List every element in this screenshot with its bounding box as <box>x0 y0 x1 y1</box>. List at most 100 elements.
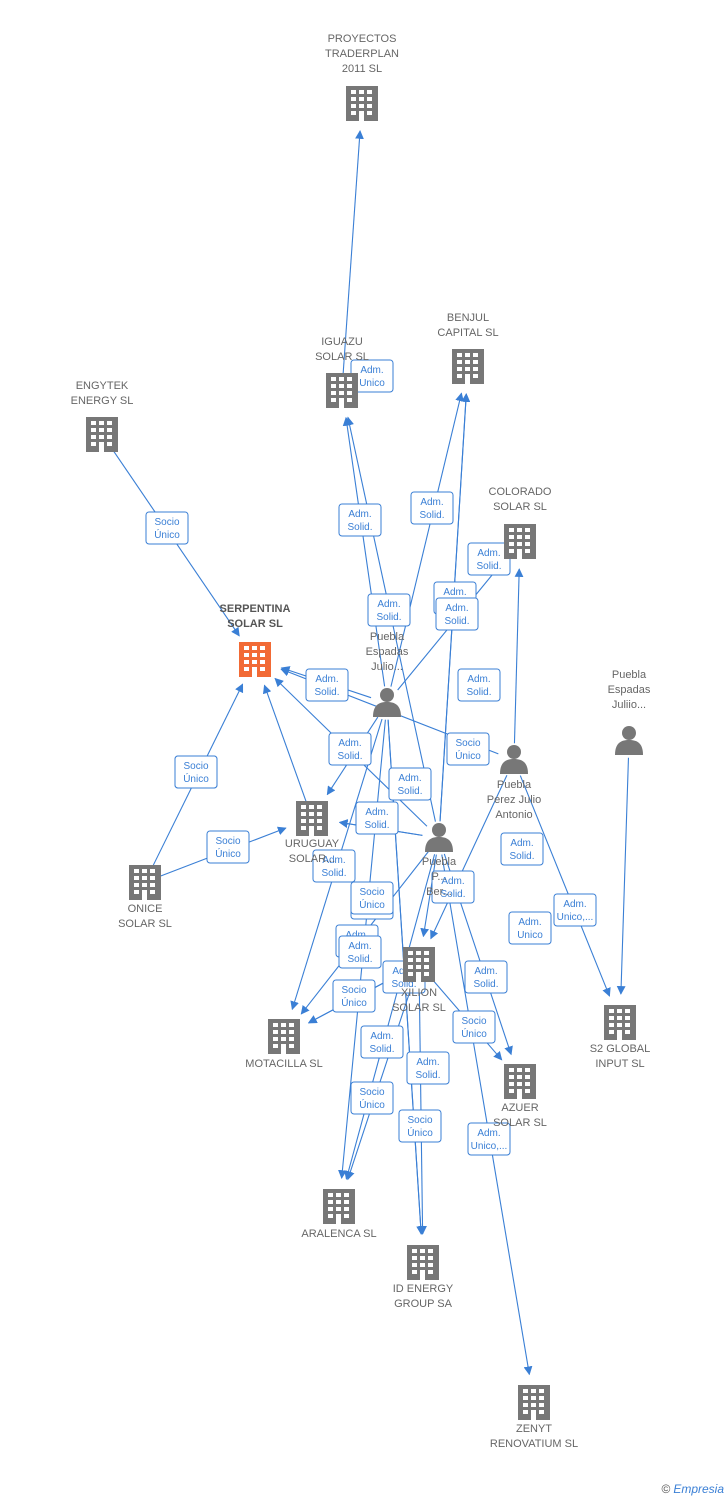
node-motacilla[interactable]: MOTACILLA SL <box>245 1019 323 1070</box>
edge-label-e18[interactable]: Adm.Solid. <box>312 849 356 883</box>
edge-label-e27[interactable]: Adm.Solid. <box>464 960 508 994</box>
node-puebla_juliio[interactable]: PueblaEspadasJuliio... <box>608 669 651 755</box>
edge-label-e22[interactable]: Adm.Unico,... <box>553 893 597 927</box>
edge-label-e31[interactable]: Adm.Solid. <box>360 1025 404 1059</box>
edge-label-e3[interactable]: Adm. Solid. <box>338 503 382 537</box>
edge-label-e8[interactable]: Adm.Solid. <box>367 593 411 627</box>
edge-puebla_ber-aralenca <box>344 854 436 1180</box>
edge-label-e2[interactable]: Adm.Unico <box>350 359 394 393</box>
edge-label-e21[interactable]: Adm.Unico <box>508 911 552 945</box>
edge-label-e5[interactable]: Adm.Solid. <box>467 542 511 576</box>
edge-label-text: Adm. <box>443 587 466 598</box>
edge-label-e7[interactable]: Adm.Solid. <box>435 597 479 631</box>
edge-label-text: Socio <box>407 1115 432 1126</box>
node-aralenca[interactable]: ARALENCA SL <box>301 1189 377 1240</box>
edge-label-text: Solid. <box>337 751 362 762</box>
edge-label-text: Solid. <box>347 522 372 533</box>
edge-label-text: Adm. <box>322 855 345 866</box>
edge-label-e9[interactable]: Adm.Solid. <box>305 668 349 702</box>
edge-label-text: Solid. <box>391 979 416 990</box>
node-label-line: Puebla <box>497 779 532 791</box>
edge-label-text: Solid. <box>419 510 444 521</box>
node-label-line: Antonio <box>495 809 532 821</box>
edge-label-text: Solid. <box>347 954 372 965</box>
edge-label-box <box>446 732 490 766</box>
person-icon <box>373 688 401 717</box>
edge-label-text: Único <box>183 772 209 785</box>
edge-label-text: Único <box>154 528 180 541</box>
edge-label-text: Adm. <box>348 941 371 952</box>
edge-uruguay-serpentina <box>262 684 307 803</box>
edge-label-text: Adm. <box>398 773 421 784</box>
edge-label-e12[interactable]: Adm. Solid. <box>328 732 372 766</box>
node-label-line: XILION <box>401 987 437 999</box>
edge-label-box <box>553 893 597 927</box>
node-label-line: URUGUAY <box>285 838 340 850</box>
edge-label-text: Unico <box>359 378 385 389</box>
edge-label-box <box>174 755 218 789</box>
edge-label-e10[interactable]: Adm.Solid. <box>457 668 501 702</box>
edge-label-box <box>410 491 454 525</box>
edge-label-e35[interactable]: Adm.Unico,... <box>467 1122 511 1156</box>
building-icon <box>268 1019 300 1054</box>
edge-label-box <box>388 767 432 801</box>
edge-label-e14[interactable]: Adm. Solid. <box>388 767 432 801</box>
edge-label-text: Solid. <box>440 889 465 900</box>
edge-label-text: Solid. <box>364 820 389 831</box>
edge-label-text: Socio <box>455 738 480 749</box>
edge-label-box <box>467 542 511 576</box>
edge-puebla_julio-benjul <box>390 392 464 687</box>
node-uruguay[interactable]: URUGUAYSOLAR... <box>285 801 340 865</box>
person-icon <box>425 823 453 852</box>
edge-label-e16[interactable]: Adm.Solid. <box>355 801 399 835</box>
edge-label-e26[interactable]: Adm.Solid. <box>431 870 475 904</box>
edge-label-text: Adm. <box>348 509 371 520</box>
edge-label-text: Solid. <box>397 786 422 797</box>
edge-label-text: Adm. <box>338 738 361 749</box>
edge-label-box <box>312 849 356 883</box>
edge-label-box <box>467 1122 511 1156</box>
edge-label-e20[interactable]: Adm.Solid. <box>500 832 544 866</box>
edge-label-text: Adm. <box>477 1128 500 1139</box>
building-icon <box>346 86 378 121</box>
node-puebla_ber[interactable]: PueblaP...Ber... <box>422 823 457 898</box>
edge-label-box <box>464 960 508 994</box>
brand-name[interactable]: Empresia <box>673 1482 724 1496</box>
edge-label-text: Socio <box>215 836 240 847</box>
node-puebla_julio[interactable]: PueblaEspadasJulio... <box>366 631 409 717</box>
edge-iguazu-proyectos <box>342 130 364 374</box>
edge-label-e25[interactable]: Adm. Solid. <box>338 935 382 969</box>
edge-puebla_perez-colorado <box>513 568 524 744</box>
node-label-line: INPUT SL <box>595 1058 644 1070</box>
copyright-symbol: © <box>661 1482 671 1496</box>
node-label-line: IGUAZU <box>321 336 363 348</box>
edge-label-text: Solid. <box>476 561 501 572</box>
edge-label-text: Socio <box>154 517 179 528</box>
node-label-line: Puebla <box>612 669 647 681</box>
edge-label-e4[interactable]: Adm.Solid. <box>410 491 454 525</box>
building-icon <box>504 524 536 559</box>
edge-label-e32[interactable]: Adm.Solid. <box>406 1051 450 1085</box>
